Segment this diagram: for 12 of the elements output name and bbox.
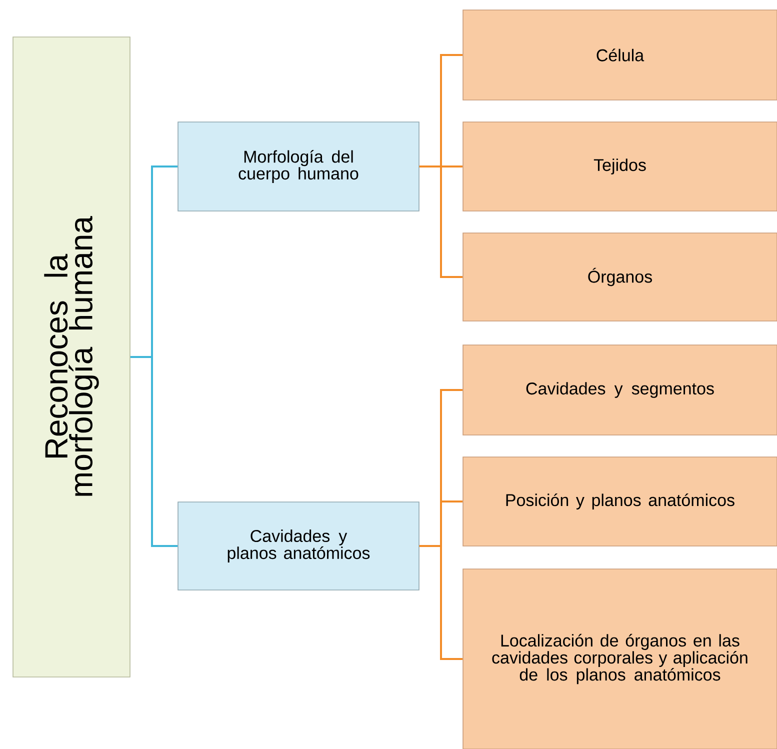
subtopic-box: Órganos xyxy=(462,232,777,322)
root-box: Reconoces la morfología humana xyxy=(12,36,130,678)
connector xyxy=(419,545,463,660)
subtopic-box: Célula xyxy=(462,10,777,100)
topic-box: Morfología del cuerpo humano xyxy=(178,122,420,212)
connector xyxy=(419,166,463,278)
subtopic-box: Cavidades y segmentos xyxy=(462,344,777,436)
topic-box: Cavidades y planos anatómicos xyxy=(178,502,420,590)
subtopic-box: Posición y planos anatómicos xyxy=(462,456,777,546)
subtopic-box: Tejidos xyxy=(462,122,777,212)
subtopic-box: Localización de órganos en las cavidades corporales y aplicación de los planos anatómicos xyxy=(462,568,777,749)
connector xyxy=(130,356,178,547)
